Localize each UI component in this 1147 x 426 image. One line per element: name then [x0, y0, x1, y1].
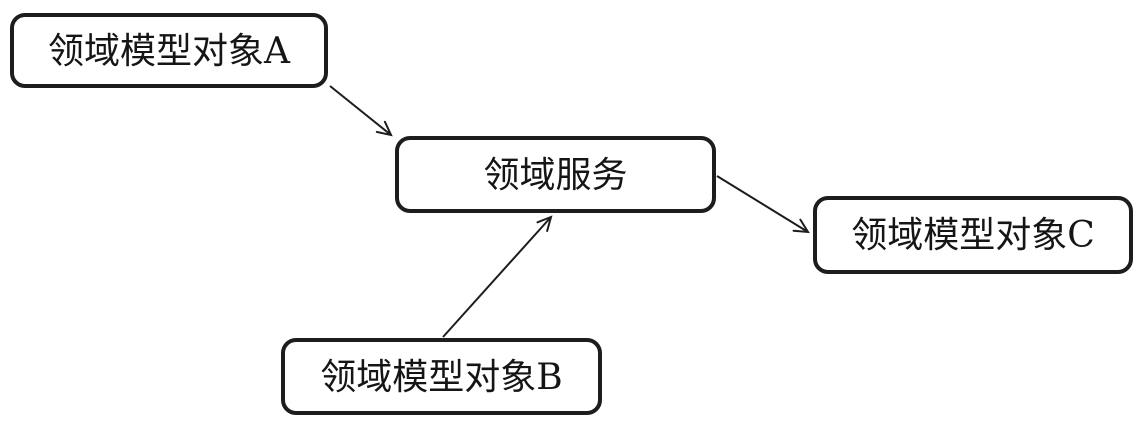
node-domain-service: 领域服务	[395, 136, 716, 213]
node-domain-service-label: 领域服务	[483, 154, 628, 196]
node-domain-model-a-label: 领域模型对象A	[48, 30, 290, 72]
node-domain-model-c: 领域模型对象C	[813, 196, 1133, 274]
node-domain-model-a: 领域模型对象A	[10, 13, 328, 88]
edge-a-to-service-arrow	[329, 85, 393, 137]
node-domain-model-b: 领域模型对象B	[281, 338, 602, 415]
node-domain-model-c-label: 领域模型对象C	[851, 215, 1095, 256]
edge-service-to-c-arrow	[716, 175, 810, 234]
node-domain-model-b-label: 领域模型对象B	[320, 356, 563, 398]
edge-b-to-service-arrow	[442, 215, 553, 338]
